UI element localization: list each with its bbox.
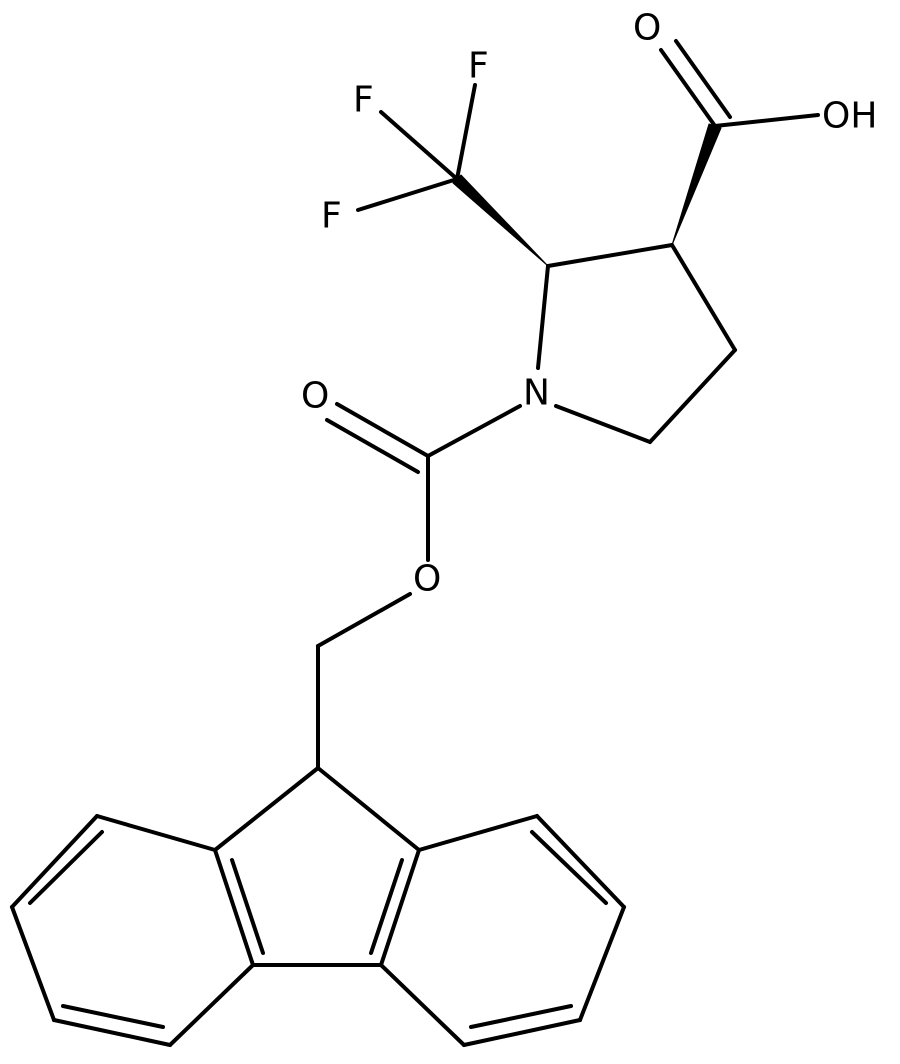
bond-rr-1-inner — [369, 858, 404, 955]
bond-cooh-c-oh — [713, 113, 820, 128]
bond-carbamate-c-o-a — [335, 402, 430, 458]
atom-o-carbamate-carbonyl: O — [301, 376, 329, 417]
bond-lr-5 — [10, 814, 99, 909]
bond-lr-2 — [168, 963, 255, 1047]
bond-c9-left — [213, 766, 320, 852]
atom-o-carboxyl-carbonyl: O — [633, 8, 661, 49]
bond-lr-1-inner — [230, 858, 265, 955]
bond-cf3-f-top — [455, 83, 477, 181]
bond-rr-3 — [462, 1018, 582, 1047]
bond-c5-n — [554, 404, 652, 444]
bond-carbamate-c-o-b — [325, 418, 420, 474]
bond-c2-n — [536, 264, 550, 370]
atom-f-top: F — [468, 46, 489, 87]
bond-n-carbonyl-c — [426, 404, 522, 458]
bond-rr-3-inner — [469, 1004, 573, 1029]
bond-lr-1 — [213, 848, 255, 967]
atom-oh-carboxyl: OH — [822, 96, 877, 137]
pyrrolidine-ring — [536, 243, 737, 444]
bond-cooh-c-o-b — [674, 39, 732, 119]
bond-rr-5-inner — [530, 830, 608, 905]
wedge-to-COOH — [671, 123, 722, 246]
bond-c4-c5 — [648, 348, 737, 444]
wedge-to-CF3 — [452, 174, 549, 267]
atom-f-left-lower: F — [321, 196, 342, 237]
bond-ester-o-ch2 — [316, 592, 412, 648]
bond-cooh-c-o-a — [659, 48, 717, 128]
carbamate-group — [316, 402, 522, 770]
bond-lr-3-inner — [61, 1004, 165, 1029]
carboxylic-acid-group — [659, 39, 820, 128]
atom-n-ring: N — [523, 373, 550, 414]
trifluoromethyl-group — [356, 83, 477, 212]
bond-c9-right — [316, 766, 421, 852]
bond-rr-1 — [379, 848, 421, 967]
bond-cf3-f-left-upper — [379, 110, 459, 181]
bond-rr-6 — [417, 814, 539, 852]
bond-rr-5 — [535, 814, 626, 909]
atom-labels: F F F O OH N O O — [301, 8, 877, 600]
bond-lr-6 — [95, 814, 217, 852]
bond-c2-c3 — [546, 243, 674, 268]
atom-o-carbamate-ester: O — [413, 559, 441, 600]
bond-lr-4 — [10, 905, 56, 1022]
bond-cf3-f-left-lower — [356, 177, 459, 212]
bond-lr-3 — [52, 1018, 172, 1047]
bond-rr-2 — [379, 963, 466, 1047]
bond-rr-4 — [578, 905, 626, 1022]
atom-f-left-upper: F — [353, 80, 374, 121]
bond-c3-c4 — [670, 243, 737, 352]
fluorene-group — [10, 766, 626, 1047]
bond-lr-5-inner — [28, 830, 104, 905]
